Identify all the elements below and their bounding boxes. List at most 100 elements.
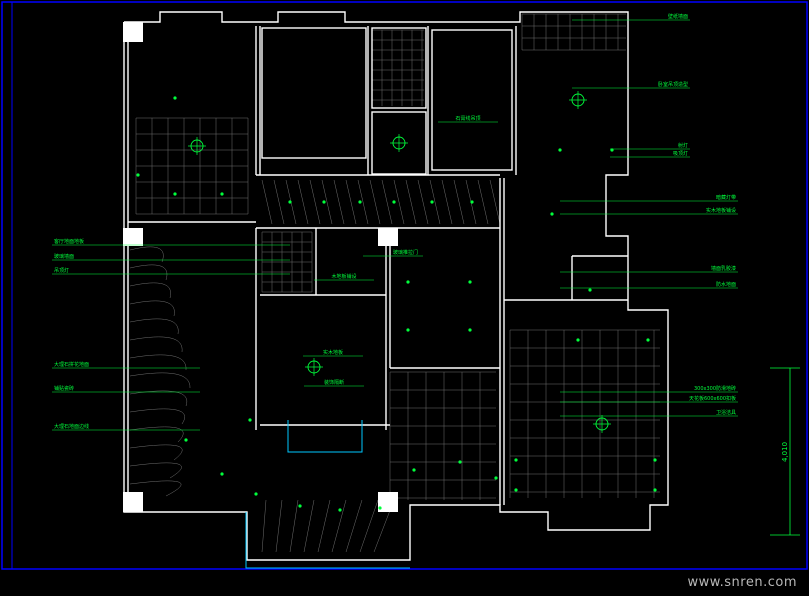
balcony-rail bbox=[245, 512, 410, 569]
spotlight-icon bbox=[470, 200, 474, 204]
curve-tile-line bbox=[129, 426, 184, 443]
spotlight-icon bbox=[173, 96, 177, 100]
curve-tile-line bbox=[129, 264, 168, 281]
top-right-annotation: 卧室吊顶造型 bbox=[658, 81, 688, 88]
plank-line bbox=[429, 179, 441, 225]
plank-line bbox=[405, 179, 417, 225]
spotlight-icon bbox=[220, 192, 224, 196]
left-annotation: 大理石地面边线 bbox=[54, 423, 89, 430]
arc-tile-line bbox=[275, 499, 283, 553]
curve-tile-line bbox=[129, 300, 175, 317]
center-annotation: 实木地板 bbox=[323, 349, 343, 356]
right-annotation: 暗藏灯带 bbox=[716, 194, 736, 201]
spotlight-icon bbox=[220, 472, 224, 476]
plank-line bbox=[441, 179, 453, 225]
spotlight-icon bbox=[646, 338, 650, 342]
curve-tile-line bbox=[129, 318, 179, 335]
right-annotation: 天花板600x600扣板 bbox=[689, 395, 736, 402]
curve-tile-line bbox=[129, 390, 188, 407]
left-annotation: 客厅地面地板 bbox=[54, 238, 84, 245]
dimension-line bbox=[770, 367, 800, 536]
spotlight-icon bbox=[173, 192, 177, 196]
center-annotation: 装饰隔断 bbox=[324, 379, 344, 386]
plank-line bbox=[453, 179, 465, 225]
spotlight-icon bbox=[588, 288, 592, 292]
annotation-leaders bbox=[52, 19, 738, 431]
spotlight-icon bbox=[322, 200, 326, 204]
spotlight-icon bbox=[653, 488, 657, 492]
spotlight-icon bbox=[514, 458, 518, 462]
floor-tiles bbox=[129, 13, 660, 553]
spotlight-icon bbox=[653, 458, 657, 462]
drawing-frame bbox=[1, 1, 808, 570]
right-annotation: 墙面乳胶漆 bbox=[711, 265, 736, 272]
curve-tile-line bbox=[129, 462, 182, 479]
spotlight-icon bbox=[392, 200, 396, 204]
arc-tile-line bbox=[359, 499, 379, 553]
spotlight-icon bbox=[558, 148, 562, 152]
plank-line bbox=[309, 179, 321, 225]
spotlight-icon bbox=[406, 280, 410, 284]
plank-line bbox=[489, 179, 501, 225]
curve-tile-line bbox=[129, 480, 182, 497]
glass-door bbox=[287, 420, 363, 453]
arc-tile-line bbox=[317, 499, 331, 553]
watermark: www.snren.com bbox=[687, 575, 797, 590]
spotlight-icon bbox=[184, 438, 188, 442]
arc-tile-line bbox=[261, 499, 267, 553]
spotlight-icon bbox=[288, 200, 292, 204]
spotlight-icon bbox=[610, 148, 614, 152]
top-right-annotation: 射灯 bbox=[678, 142, 688, 149]
plank-line bbox=[297, 179, 309, 225]
plank-line bbox=[273, 179, 285, 225]
center-annotation: 玻璃推拉门 bbox=[393, 249, 418, 256]
curve-tile-line bbox=[129, 354, 187, 371]
curve-tile-line bbox=[129, 336, 183, 353]
curve-tile-line bbox=[129, 372, 191, 389]
spotlight-icon bbox=[136, 173, 140, 177]
plank-line bbox=[393, 179, 405, 225]
spotlight-icon bbox=[468, 328, 472, 332]
spotlight-icon bbox=[458, 460, 462, 464]
right-annotation: 防水地面 bbox=[716, 281, 736, 288]
left-annotation: 玻璃墙面 bbox=[54, 253, 74, 260]
curve-tile-line bbox=[129, 246, 164, 263]
top-right-annotation: 吸顶灯 bbox=[673, 150, 688, 157]
plank-line bbox=[417, 179, 429, 225]
plank-line bbox=[477, 179, 489, 225]
spotlight-icon bbox=[514, 488, 518, 492]
center-annotation: 石膏线吊顶 bbox=[455, 115, 480, 122]
spotlight-icon bbox=[254, 492, 258, 496]
spotlight-icon bbox=[412, 468, 416, 472]
plank-line bbox=[261, 179, 273, 225]
left-annotation: 吊顶灯 bbox=[54, 267, 69, 274]
right-annotation: 实木地板铺设 bbox=[706, 207, 736, 214]
spotlight-icon bbox=[468, 280, 472, 284]
arc-tile-line bbox=[289, 499, 299, 553]
spotlight-icon bbox=[494, 476, 498, 480]
spotlight-icon bbox=[338, 508, 342, 512]
curve-tile-line bbox=[129, 282, 171, 299]
left-annotation: 大理石拼花地面 bbox=[54, 361, 89, 368]
spotlight-icon bbox=[378, 506, 382, 510]
plank-line bbox=[345, 179, 357, 225]
light-fixtures bbox=[136, 91, 657, 512]
left-annotation: 铺贴瓷砖 bbox=[54, 385, 74, 392]
arc-tile-line bbox=[345, 499, 363, 553]
plank-line bbox=[333, 179, 345, 225]
dimension-value: 4,010 bbox=[781, 442, 789, 462]
curve-tile-line bbox=[129, 444, 183, 461]
spotlight-icon bbox=[406, 328, 410, 332]
curve-tile-line bbox=[129, 408, 185, 425]
top-right-annotation: 壁纸墙面 bbox=[668, 13, 688, 20]
plank-line bbox=[357, 179, 369, 225]
structural-columns bbox=[123, 22, 398, 512]
plank-line bbox=[369, 179, 381, 225]
plank-line bbox=[321, 179, 333, 225]
spotlight-icon bbox=[248, 418, 252, 422]
plank-line bbox=[381, 179, 393, 225]
arc-tile-line bbox=[303, 499, 315, 553]
